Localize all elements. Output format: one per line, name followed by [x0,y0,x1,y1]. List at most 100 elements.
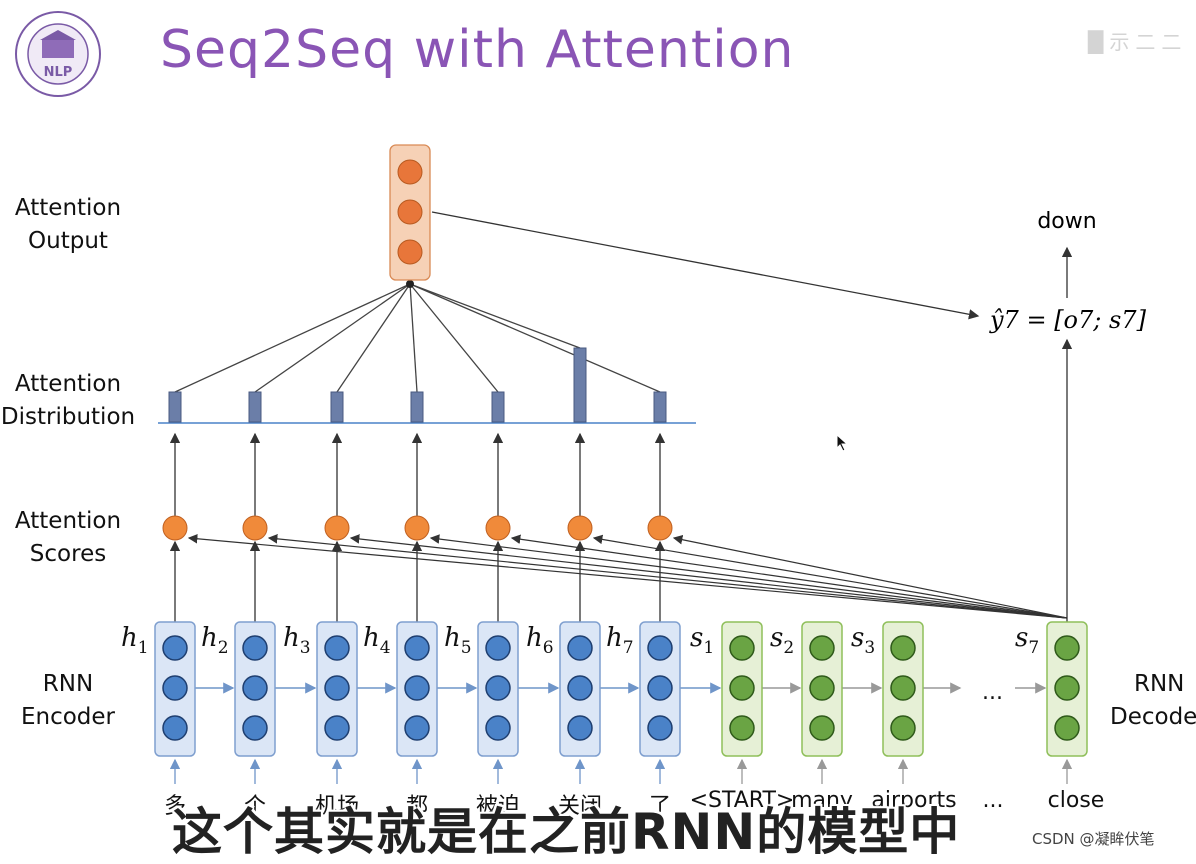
encoder-node [242,635,268,661]
decoder-to-score-arrow [510,534,1068,619]
encoder-state-label: h4 [363,623,391,658]
decoder-node [809,635,835,661]
attention-score-node [324,515,350,541]
encoder-state-label: h3 [283,623,311,658]
decoder-to-score-arrow [187,533,1068,619]
target-word: <START> [689,788,795,813]
decoder-to-score-arrow [592,534,1068,619]
encoder-node [162,715,188,741]
mouse-cursor-icon [836,434,849,452]
source-word: 机场 [314,794,360,819]
decoder-node [809,675,835,701]
attention-bar [573,347,587,423]
watermark: █示二二 [1088,30,1188,54]
encoder-node [485,715,511,741]
decoder-node [890,675,916,701]
encoder-state-label: h6 [526,623,554,658]
encoder-node [242,715,268,741]
source-word: 多 [163,794,187,819]
encoder-node [567,635,593,661]
encoder-node [162,675,188,701]
output-word: down [1037,209,1096,234]
encoder-node [404,675,430,701]
encoder-node [485,675,511,701]
encoder-node [567,715,593,741]
attention-score-node [162,515,188,541]
decoder-node [729,635,755,661]
encoder-state-label: h2 [201,623,229,658]
encoder-state-label: h7 [606,623,634,658]
target-word: airports [871,788,957,813]
attention-output-node [397,159,423,185]
attention-bar [330,391,344,423]
attention-weight-line [409,283,661,393]
encoder-node [324,635,350,661]
target-word: ... [982,788,1004,813]
encoder-node [324,715,350,741]
attention-score-node [567,515,593,541]
decoder-state-label: s1 [690,623,714,658]
attention-score-node [485,515,511,541]
encoder-node [647,675,673,701]
attention-weight-line [254,283,411,393]
page-title: Seq2Seq with Attention [160,20,795,80]
source-word: 了 [648,794,672,819]
decoder-ellipsis: ... [982,680,1003,705]
decoder-state-label: s7 [1015,623,1039,658]
decoder-to-score-arrow [349,534,1068,619]
decoder-node [890,635,916,661]
credit-watermark: CSDN @凝眸伏笔 [1032,828,1155,849]
encoder-node [485,635,511,661]
target-word: close [1047,788,1105,813]
attention-bar [248,391,262,423]
attention-output-arrow [431,211,980,320]
decoder-node [1054,675,1080,701]
source-word: 个 [243,794,267,819]
attention-bar [491,391,505,423]
source-word: 都 [405,794,429,819]
encoder-node [404,715,430,741]
attention-score-node [404,515,430,541]
attention-output-node [397,199,423,225]
encoder-state-label: h5 [444,623,472,658]
university-logo: NLP [15,11,101,97]
decoder-to-score-arrow [672,534,1068,619]
attention-weight-line [409,283,581,349]
encoder-node [404,635,430,661]
attention-bar [168,391,182,423]
decoder-node [809,715,835,741]
source-word: 被迫 [475,794,521,819]
encoder-node [647,715,673,741]
decoder-node [729,675,755,701]
encoder-node [647,635,673,661]
decoder-to-score-arrow [429,534,1068,619]
attention-weight-line [409,283,499,393]
encoder-state-label: h1 [121,623,149,658]
target-word: many [791,788,853,813]
source-word: 关闭 [557,794,603,819]
attention-weight-line [174,283,411,393]
output-hub-dot [406,280,414,288]
decoder-node [1054,715,1080,741]
video-subtitle: 这个其实就是在之前RNN的模型中 [172,803,961,861]
decoder-node [1054,635,1080,661]
decoder-node [729,715,755,741]
encoder-node [567,675,593,701]
encoder-node [162,635,188,661]
encoder-node [324,675,350,701]
output-formula: ŷ7 = [o7; s7] [989,306,1147,334]
attention-score-node [242,515,268,541]
logo-text: NLP [44,65,73,80]
attention-score-node [647,515,673,541]
attention-weight-line [336,283,411,393]
decoder-node [890,715,916,741]
decoder-state-label: s2 [770,623,794,658]
attention-weight-line [409,283,418,393]
attention-output-node [397,239,423,265]
decoder-to-score-arrow [267,534,1068,619]
